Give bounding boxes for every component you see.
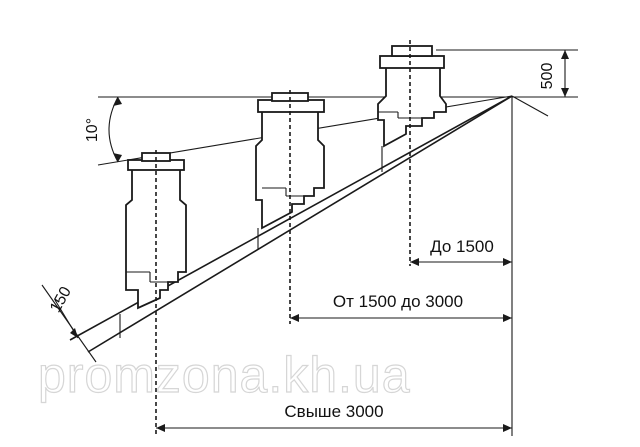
dimension-150: [54, 299, 79, 339]
dimension-near: [410, 258, 512, 266]
angle-label: 10°: [84, 118, 101, 142]
chimney-far: [119, 152, 187, 338]
range-mid-label: От 1500 до 3000: [333, 292, 463, 311]
dimension-500-label: 500: [539, 63, 556, 90]
offset-label: 150: [47, 284, 75, 316]
range-near-label: До 1500: [430, 237, 494, 256]
chimney-near: [377, 45, 447, 172]
dimension-mid: [290, 314, 512, 322]
dimension-500: [436, 49, 578, 97]
dimension-far: [156, 424, 512, 432]
range-far-label: Свыше 3000: [284, 402, 383, 421]
watermark-text: promzona.kh.ua: [38, 347, 411, 403]
